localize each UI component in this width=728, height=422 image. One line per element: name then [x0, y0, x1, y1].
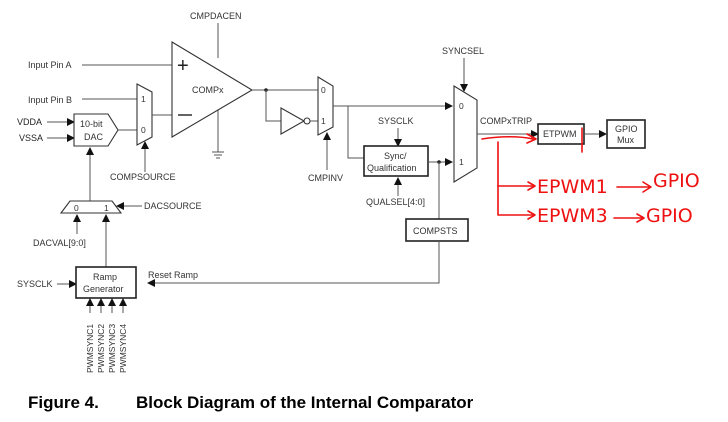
etpwm-label: ETPWM [543, 129, 577, 139]
inverter-bubble [303, 117, 311, 125]
red-arrow-to-etpwm [481, 133, 537, 144]
dacsource-label: DACSOURCE [144, 201, 202, 211]
gpio-label-line2: Mux [617, 135, 635, 145]
ramp-generator-block [75, 266, 137, 299]
sync-label-line2: Qualification [367, 163, 417, 173]
compsource-label: COMPSOURCE [110, 172, 176, 182]
red-branch-line [497, 141, 534, 216]
annotation-epwm1: EPWM1 [537, 176, 608, 198]
compsource-mux-input-0: 0 [141, 125, 146, 135]
cmpdacen-label: CMPDACEN [190, 11, 242, 21]
pwmsync4-label: PWMSYNC4 [118, 324, 128, 373]
gpio-mux-block [606, 119, 646, 149]
cmpinv-mux [317, 76, 334, 136]
ramp-label-line2: Generator [83, 284, 124, 294]
dacsource-mux-input-1: 1 [104, 203, 109, 213]
figure-title: Block Diagram of the Internal Comparator [136, 393, 474, 412]
compxtrip-label: COMPxTRIP [480, 116, 532, 126]
comparator-label: COMPx [192, 85, 224, 95]
dac-label-line2: DAC [84, 132, 104, 142]
annotation-arrow-1 [616, 181, 652, 193]
vssa-label: VSSA [19, 133, 43, 143]
pwmsync3-label: PWMSYNC3 [107, 324, 117, 373]
ground-icon [212, 151, 224, 159]
sync-input-wire [347, 106, 364, 159]
vdda-label: VDDA [17, 117, 42, 127]
cmpinv-label: CMPINV [308, 173, 343, 183]
cmpinv-mux-input-0: 0 [321, 85, 326, 95]
plus-sign: + [177, 55, 189, 77]
comparator-triangle [171, 41, 254, 138]
compsts-block [405, 218, 469, 242]
compsource-mux-input-1: 1 [141, 94, 146, 104]
sysclk-ramp-label: SYSCLK [17, 279, 53, 289]
inverter-input-wire [265, 90, 281, 122]
annotation-arrow-2 [613, 213, 645, 223]
annotation-gpio-1: GPIO [653, 170, 700, 192]
syncsel-label: SYNCSEL [442, 46, 484, 56]
figure-number: Figure 4. [28, 393, 99, 412]
compsource-mux [136, 83, 153, 146]
red-arrowheads [527, 181, 536, 220]
sync-qualification-block [363, 145, 429, 177]
compsts-label: COMPSTS [413, 226, 458, 236]
input-pin-a-label: Input Pin A [28, 60, 72, 70]
input-pin-b-label: Input Pin B [28, 95, 72, 105]
figure-caption: Figure 4. Block Diagram of the Internal C… [28, 393, 473, 413]
gpio-label-line1: GPIO [615, 124, 638, 134]
dacsource-mux [59, 200, 123, 214]
dacval-label: DACVAL[9:0] [33, 238, 86, 248]
pwmsync2-label: PWMSYNC2 [96, 324, 106, 373]
sysclk-sync-label: SYSCLK [378, 116, 414, 126]
dacsource-mux-input-0: 0 [74, 203, 79, 213]
ramp-label-line1: Ramp [93, 272, 117, 282]
reset-ramp-wire [147, 241, 440, 287]
dac-block [73, 113, 119, 147]
pwmsync1-label: PWMSYNC1 [85, 324, 95, 373]
syncsel-mux-input-1: 1 [459, 157, 464, 167]
dac-label-line1: 10-bit [80, 119, 103, 129]
annotation-epwm3: EPWM3 [537, 205, 608, 227]
syncsel-mux-input-0: 0 [459, 101, 464, 111]
reset-ramp-label: Reset Ramp [148, 270, 198, 280]
handwritten-annotation: EPWM1 GPIO EPWM3 GPIO [481, 127, 700, 227]
syncsel-mux [453, 85, 478, 183]
inverter-icon [280, 107, 306, 135]
sync-label-line1: Sync/ [384, 151, 407, 161]
cmpinv-mux-input-1: 1 [321, 116, 326, 126]
qualsel-label: QUALSEL[4:0] [366, 197, 425, 207]
annotation-gpio-2: GPIO [646, 205, 693, 227]
